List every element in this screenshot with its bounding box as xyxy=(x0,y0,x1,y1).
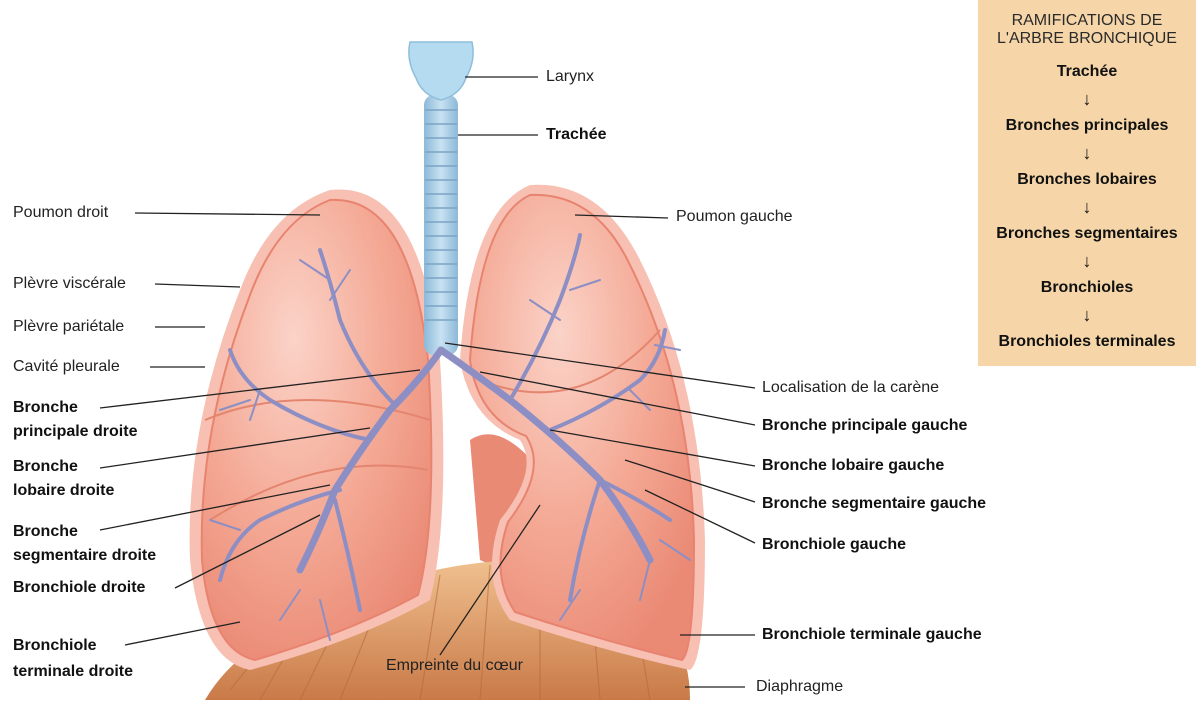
down-arrow-icon: ↓ xyxy=(978,84,1196,114)
step-bronches-principales: Bronches principales xyxy=(978,114,1196,138)
label-poumon-gauche: Poumon gauche xyxy=(676,207,793,227)
label-localisation-carene: Localisation de la carène xyxy=(762,378,939,398)
ramifications-box: RAMIFICATIONS DE L'ARBRE BRONCHIQUE Trac… xyxy=(978,0,1196,366)
label-bronchiole-terminale-gauche: Bronchiole terminale gauche xyxy=(762,625,982,645)
right-lung xyxy=(202,200,432,660)
label-bronche-lobaire-gauche: Bronche lobaire gauche xyxy=(762,456,944,476)
label-plevre-viscerale: Plèvre viscérale xyxy=(13,274,126,294)
label-trachee: Trachée xyxy=(546,125,606,145)
label-bronchiole-terminale-droite-2: terminale droite xyxy=(13,662,133,682)
label-bronche-lobaire-droite-2: lobaire droite xyxy=(13,481,114,501)
label-plevre-parietale: Plèvre pariétale xyxy=(13,317,124,337)
trachea xyxy=(424,95,458,355)
step-bronches-lobaires: Bronches lobaires xyxy=(978,168,1196,192)
label-bronchiole-terminale-droite-1: Bronchiole xyxy=(13,636,97,656)
label-bronche-segmentaire-droite-2: segmentaire droite xyxy=(13,546,156,566)
step-bronches-segmentaires: Bronches segmentaires xyxy=(978,222,1196,246)
down-arrow-icon: ↓ xyxy=(978,192,1196,222)
box-title-line1: RAMIFICATIONS DE xyxy=(978,12,1196,30)
step-bronchioles: Bronchioles xyxy=(978,276,1196,300)
label-bronche-principale-droite-1: Bronche xyxy=(13,398,78,418)
label-bronche-segmentaire-gauche: Bronche segmentaire gauche xyxy=(762,494,986,514)
larynx xyxy=(409,42,473,100)
label-poumon-droit: Poumon droit xyxy=(13,203,108,223)
label-bronche-principale-gauche: Bronche principale gauche xyxy=(762,416,967,436)
label-bronche-principale-droite-2: principale droite xyxy=(13,422,137,442)
box-title-line2: L'ARBRE BRONCHIQUE xyxy=(978,30,1196,48)
label-bronchiole-droite: Bronchiole droite xyxy=(13,578,145,598)
label-cavite-pleurale: Cavité pleurale xyxy=(13,357,120,377)
label-empreinte-coeur: Empreinte du cœur xyxy=(386,656,523,676)
label-bronche-segmentaire-droite-1: Bronche xyxy=(13,522,78,542)
label-bronchiole-gauche: Bronchiole gauche xyxy=(762,535,906,555)
step-trachee: Trachée xyxy=(978,60,1196,84)
label-diaphragme: Diaphragme xyxy=(756,677,843,697)
step-bronchioles-terminales: Bronchioles terminales xyxy=(978,330,1196,354)
down-arrow-icon: ↓ xyxy=(978,138,1196,168)
label-larynx: Larynx xyxy=(546,67,594,87)
down-arrow-icon: ↓ xyxy=(978,246,1196,276)
down-arrow-icon: ↓ xyxy=(978,300,1196,330)
label-bronche-lobaire-droite-1: Bronche xyxy=(13,457,78,477)
